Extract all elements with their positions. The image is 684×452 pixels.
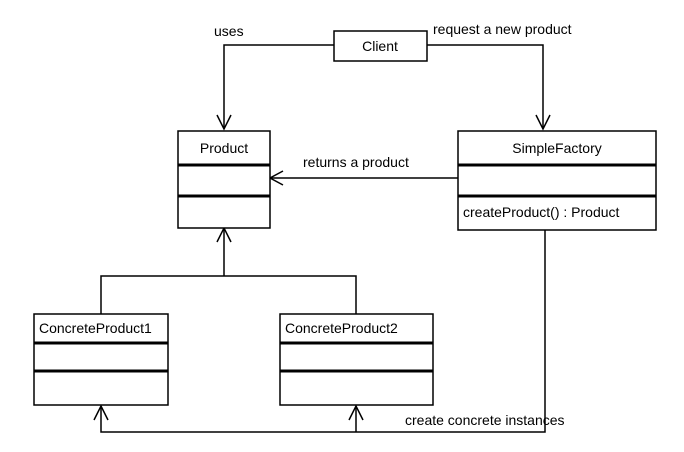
request-label: request a new product — [433, 21, 572, 37]
request-arrowhead — [535, 114, 551, 131]
simple-factory-class: SimpleFactory createProduct() : Product — [457, 130, 657, 231]
uses-arrowhead — [216, 114, 232, 131]
concrete-product-2-class-name: ConcreteProduct2 — [285, 320, 398, 336]
concrete-product-2-class: ConcreteProduct2 — [279, 313, 434, 406]
create-edge — [100, 230, 546, 433]
create-label: create concrete instances — [405, 412, 565, 428]
product-class: Product — [177, 130, 271, 229]
request-edge — [427, 44, 544, 129]
product-class-name: Product — [200, 140, 248, 156]
concrete-product-1-class-name: ConcreteProduct1 — [39, 320, 152, 336]
returns-label: returns a product — [303, 154, 409, 170]
simple-factory-class-name: SimpleFactory — [512, 140, 601, 156]
create-arrowhead-2 — [348, 404, 364, 421]
create-product-method: createProduct() : Product — [463, 204, 620, 220]
client-class: Client — [333, 30, 428, 62]
create-arrowhead-1 — [93, 404, 109, 421]
concrete-product-1-class: ConcreteProduct1 — [33, 313, 169, 406]
client-class-name: Client — [362, 38, 398, 54]
uses-label: uses — [214, 23, 244, 39]
uses-edge — [223, 44, 334, 129]
inheritance-edge — [100, 275, 357, 314]
